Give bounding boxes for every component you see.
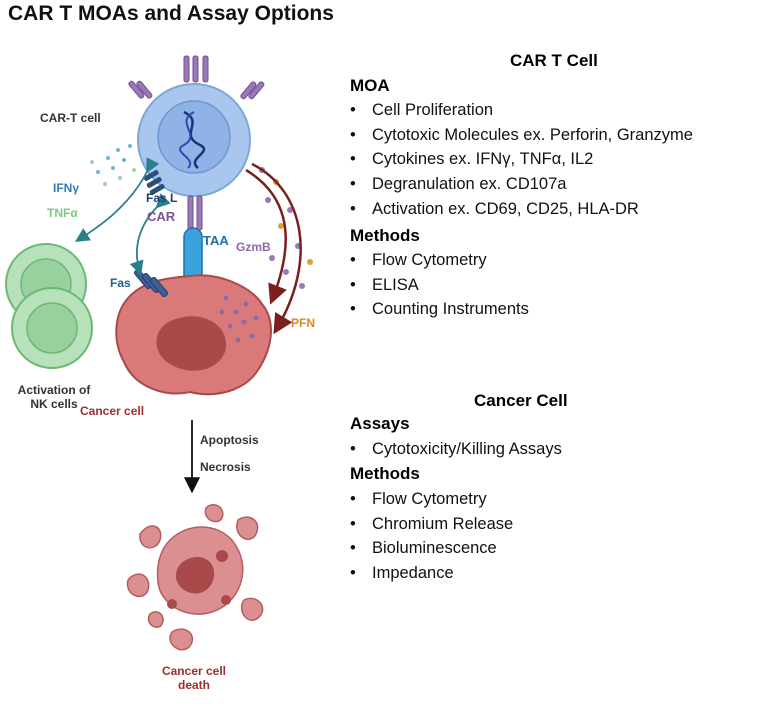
moa-list: Cell Proliferation Cytotoxic Molecules e… (348, 98, 693, 222)
granzyme-arrow (245, 168, 287, 305)
assays-heading: Assays (350, 414, 410, 433)
cancer-cell-granules (219, 295, 259, 343)
taa-label: TAA (203, 233, 229, 248)
moa-heading: MOA (350, 76, 390, 95)
cytokine-dots (90, 144, 136, 186)
cancer-cell-shape (115, 274, 272, 396)
method-item: Counting Instruments (348, 297, 529, 322)
method-item: Flow Cytometry (348, 487, 513, 512)
method-item: Chromium Release (348, 512, 513, 537)
method-item: Impedance (348, 561, 513, 586)
cancer-methods-heading: Methods (350, 464, 420, 483)
car-t-methods-heading: Methods (350, 226, 420, 245)
necrosis-label: Necrosis (200, 460, 251, 474)
assay-item: Cytotoxicity/Killing Assays (348, 437, 562, 462)
apoptosis-label: Apoptosis (200, 433, 259, 447)
page-title: CAR T MOAs and Assay Options (8, 2, 334, 25)
car-t-cell-shape (137, 83, 251, 197)
fas-label: Fas (110, 276, 131, 290)
moa-item: Cytokines ex. IFNγ, TNFα, IL2 (348, 147, 693, 172)
cancer-cell-label: Cancer cell (80, 404, 145, 418)
method-item: Flow Cytometry (348, 248, 529, 273)
method-item: ELISA (348, 273, 529, 298)
perforin-arrow (251, 162, 302, 335)
car-label: CAR (147, 209, 176, 224)
moa-item: Cell Proliferation (348, 98, 693, 123)
moa-item: Degranulation ex. CD107a (348, 172, 693, 197)
car-t-moa-diagram (5, 55, 313, 651)
car-t-cell-label: CAR-T cell (40, 111, 101, 125)
dying-cancer-nucleus (167, 550, 231, 609)
nk-activation-label: Activation of NK cells (17, 383, 91, 411)
cancer-panel-title: Cancer Cell (474, 391, 568, 410)
cancer-cell-death-label: Cancer cell death (161, 664, 227, 692)
method-item: Bioluminescence (348, 536, 513, 561)
car-t-methods-list: Flow Cytometry ELISA Counting Instrument… (348, 248, 529, 322)
cancer-methods-list: Flow Cytometry Chromium Release Biolumin… (348, 487, 513, 586)
moa-item: Cytotoxic Molecules ex. Perforin, Granzy… (348, 123, 693, 148)
tnf-alpha-label: TNFα (47, 206, 78, 220)
fas-arrow (129, 193, 171, 276)
receptor-icon (128, 55, 265, 100)
nk-cell-icon (5, 243, 93, 369)
car-t-panel-title: CAR T Cell (510, 51, 598, 70)
granzyme-b-label: GzmB (236, 240, 271, 254)
fas-ligand-label: Fas L (146, 191, 178, 205)
assays-list: Cytotoxicity/Killing Assays (348, 437, 562, 462)
moa-item: Activation ex. CD69, CD25, HLA-DR (348, 197, 693, 222)
ifn-gamma-label: IFNγ (53, 181, 80, 195)
cytokine-arrow (74, 157, 160, 242)
car-receptor-icon (187, 195, 203, 231)
perforin-label: PFN (291, 316, 315, 330)
